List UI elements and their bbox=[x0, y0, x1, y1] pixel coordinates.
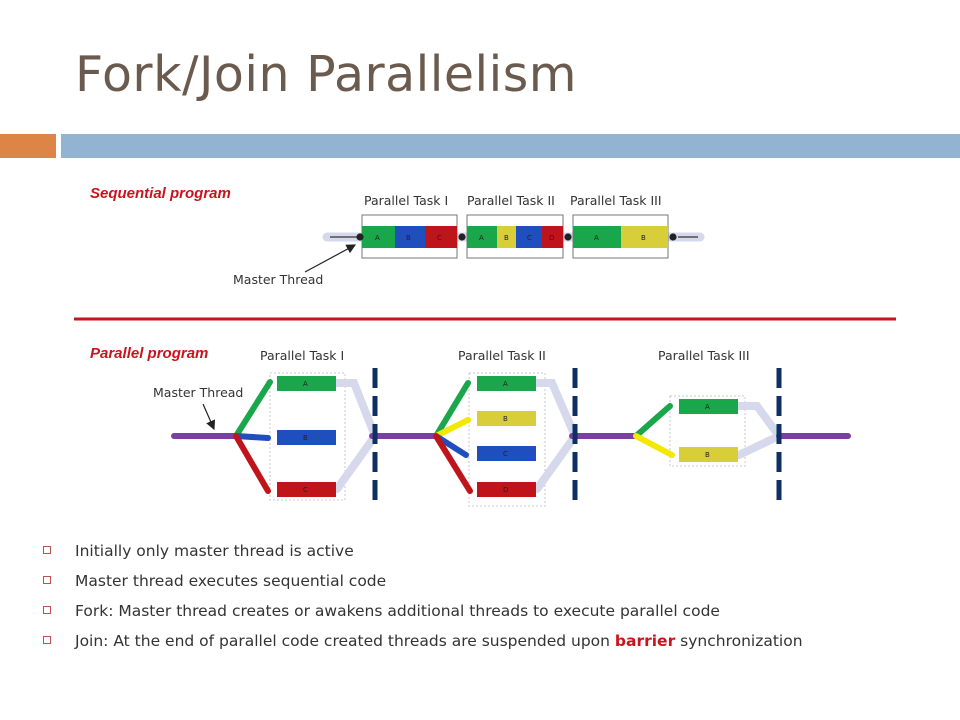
par-task-1-thread-c-label: C bbox=[303, 486, 308, 494]
seq-task-1-seg-b bbox=[395, 226, 425, 248]
par-task-3-thread-b-label: B bbox=[705, 451, 710, 459]
par-task-2-thread-c bbox=[477, 446, 536, 461]
seq-task-2-seg-b bbox=[497, 226, 516, 248]
bullet-text: Master thread executes sequential code bbox=[75, 572, 387, 590]
par-task-1-thread-a-label: A bbox=[303, 380, 308, 388]
par-task-1-thread-a bbox=[277, 376, 336, 391]
par-task-2-thread-d bbox=[477, 482, 536, 497]
fork-join-diagram: Sequential program Parallel Task I Paral… bbox=[74, 185, 896, 507]
seq-task-1-seg-a bbox=[362, 226, 395, 248]
seq-task-3-seg-b bbox=[621, 226, 668, 248]
par-task-3-branch-b bbox=[633, 433, 675, 458]
seq-task-2-seg-a-label: A bbox=[479, 234, 484, 242]
seq-task-2-seg-a bbox=[467, 226, 497, 248]
seq-junction-dot bbox=[669, 233, 677, 241]
par-task-2-branch-b bbox=[433, 417, 471, 439]
par-task-2-label: Parallel Task II bbox=[458, 348, 546, 363]
par-task-3-outline bbox=[669, 395, 746, 467]
seq-master-thread-arrow bbox=[304, 244, 357, 273]
par-join-path bbox=[533, 432, 579, 493]
par-task-2-thread-b bbox=[477, 411, 536, 426]
par-task-2-branch-d bbox=[433, 433, 473, 494]
par-join-path bbox=[735, 402, 783, 440]
bullet-text: Initially only master thread is active bbox=[75, 542, 354, 560]
title-underline-bar bbox=[61, 134, 960, 158]
par-master-thread-arrow bbox=[202, 403, 216, 431]
square-bullet-icon bbox=[43, 546, 51, 554]
seq-junction-dot bbox=[356, 233, 364, 241]
par-task-3-label: Parallel Task III bbox=[658, 348, 750, 363]
par-join-path bbox=[333, 432, 379, 493]
parallel-program-label: Parallel program bbox=[90, 345, 208, 362]
par-task-2-outline bbox=[468, 372, 546, 507]
bullet-item: Join: At the end of parallel code create… bbox=[43, 628, 803, 658]
seq-task-3-seg-a-label: A bbox=[594, 234, 599, 242]
seq-task-1-seg-b-label: B bbox=[406, 234, 411, 242]
par-task-2-branch-a bbox=[433, 380, 471, 439]
par-join-path bbox=[735, 432, 783, 459]
seq-task-2-seg-b-label: B bbox=[504, 234, 509, 242]
bullet-item: Master thread executes sequential code bbox=[43, 568, 803, 598]
par-task-1-branch-b bbox=[233, 433, 271, 441]
seq-task-1-seg-c bbox=[425, 226, 457, 248]
par-task-2-thread-a-label: A bbox=[503, 380, 508, 388]
par-task-3-branch-a bbox=[633, 403, 673, 439]
bullet-text: Join: At the end of parallel code create… bbox=[75, 632, 615, 650]
seq-task-1-label: Parallel Task I bbox=[364, 193, 448, 208]
bullet-item: Fork: Master thread creates or awakens a… bbox=[43, 598, 803, 628]
seq-task-3-seg-a bbox=[573, 226, 621, 248]
seq-task-2-seg-d bbox=[542, 226, 563, 248]
par-task-2-thread-c-label: C bbox=[503, 450, 508, 458]
par-task-1-thread-c bbox=[277, 482, 336, 497]
seq-task-2-seg-d-label: D bbox=[549, 234, 554, 242]
bullet-text-end: synchronization bbox=[675, 632, 803, 650]
bullet-item: Initially only master thread is active bbox=[43, 538, 803, 568]
sequential-program-label: Sequential program bbox=[90, 185, 231, 202]
seq-task-2-seg-c-label: C bbox=[527, 234, 532, 242]
slide-title: Fork/Join Parallelism bbox=[75, 46, 578, 103]
par-task-1-label: Parallel Task I bbox=[260, 348, 344, 363]
bullet-list: Initially only master thread is active M… bbox=[43, 538, 803, 658]
par-task-3-thread-b bbox=[679, 447, 738, 462]
par-task-3-thread-a-label: A bbox=[705, 403, 710, 411]
seq-task-1-seg-a-label: A bbox=[375, 234, 380, 242]
par-task-1-thread-b-label: B bbox=[303, 434, 308, 442]
seq-task-2-label: Parallel Task II bbox=[467, 193, 555, 208]
par-task-3-thread-a bbox=[679, 399, 738, 414]
bullet-text: Fork: Master thread creates or awakens a… bbox=[75, 602, 720, 620]
par-task-2-thread-b-label: B bbox=[503, 415, 508, 423]
seq-master-thread-label: Master Thread bbox=[233, 272, 323, 287]
square-bullet-icon bbox=[43, 636, 51, 644]
par-task-1-thread-b bbox=[277, 430, 336, 445]
square-bullet-icon bbox=[43, 606, 51, 614]
seq-task-3-label: Parallel Task III bbox=[570, 193, 662, 208]
barrier-highlight: barrier bbox=[614, 632, 676, 650]
square-bullet-icon bbox=[43, 576, 51, 584]
seq-task-1-seg-c-label: C bbox=[437, 234, 442, 242]
par-join-path bbox=[333, 379, 379, 440]
seq-task-3-seg-b-label: B bbox=[641, 234, 646, 242]
par-master-thread-label: Master Thread bbox=[153, 385, 243, 400]
seq-junction-dot bbox=[458, 233, 466, 241]
seq-junction-dot bbox=[564, 233, 572, 241]
par-task-1-branch-a bbox=[233, 379, 273, 439]
par-join-path bbox=[533, 379, 579, 440]
accent-bar bbox=[0, 134, 56, 158]
par-task-1-branch-c bbox=[233, 433, 271, 494]
seq-task-2-seg-c bbox=[516, 226, 542, 248]
par-task-2-thread-d-label: D bbox=[503, 486, 508, 494]
par-task-2-thread-a bbox=[477, 376, 536, 391]
